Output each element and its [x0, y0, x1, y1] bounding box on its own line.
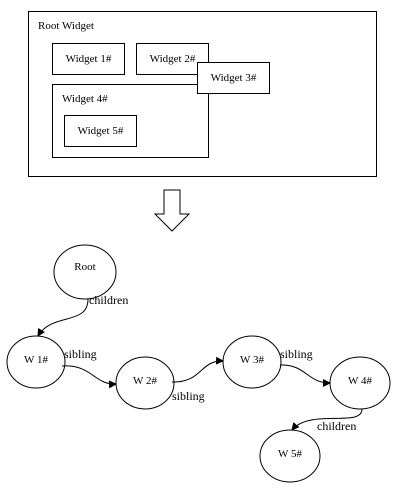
- edge-label-w4-children: children: [317, 419, 356, 433]
- widget2-label: Widget 2#: [149, 52, 196, 65]
- widget3-label: Widget 3#: [210, 71, 257, 84]
- node-w5: W 5#: [259, 429, 321, 483]
- widget1-box: Widget 1#: [52, 43, 125, 75]
- root-widget-label: Root Widget: [38, 20, 94, 32]
- node-w3: W 3#: [222, 335, 282, 389]
- edge-w2-w3: [171, 356, 224, 383]
- edge-w1-w2: [61, 365, 117, 389]
- widget3-box: Widget 3#: [197, 62, 270, 94]
- widget5-label: Widget 5#: [77, 124, 124, 137]
- edge-w4-w5: [291, 408, 363, 431]
- edge-label-w1-sibling: sibling: [64, 347, 97, 361]
- widget4-label: Widget 4#: [62, 93, 108, 105]
- down-arrow-icon: [153, 189, 191, 232]
- node-w3-label: W 3#: [240, 354, 264, 366]
- widget5-box: Widget 5#: [64, 115, 137, 147]
- edge-label-w2-sibling: sibling: [172, 389, 205, 403]
- node-w2-label: W 2#: [133, 375, 157, 387]
- edge-w3-w4: [279, 364, 331, 387]
- node-w4: W 4#: [329, 356, 391, 410]
- edge-label-root-children: children: [89, 293, 128, 307]
- widget2-box: Widget 2#: [136, 43, 209, 75]
- node-root: Root: [53, 244, 117, 300]
- edge-root-w1: [37, 298, 89, 337]
- node-w2: W 2#: [115, 356, 175, 410]
- widget1-label: Widget 1#: [65, 52, 112, 65]
- node-w1-label: W 1#: [24, 354, 48, 366]
- edge-label-w3-sibling: sibling: [280, 347, 313, 361]
- node-w4-label: W 4#: [348, 375, 372, 387]
- node-root-label: Root: [74, 261, 95, 273]
- node-w1: W 1#: [6, 335, 66, 389]
- node-w5-label: W 5#: [278, 448, 302, 460]
